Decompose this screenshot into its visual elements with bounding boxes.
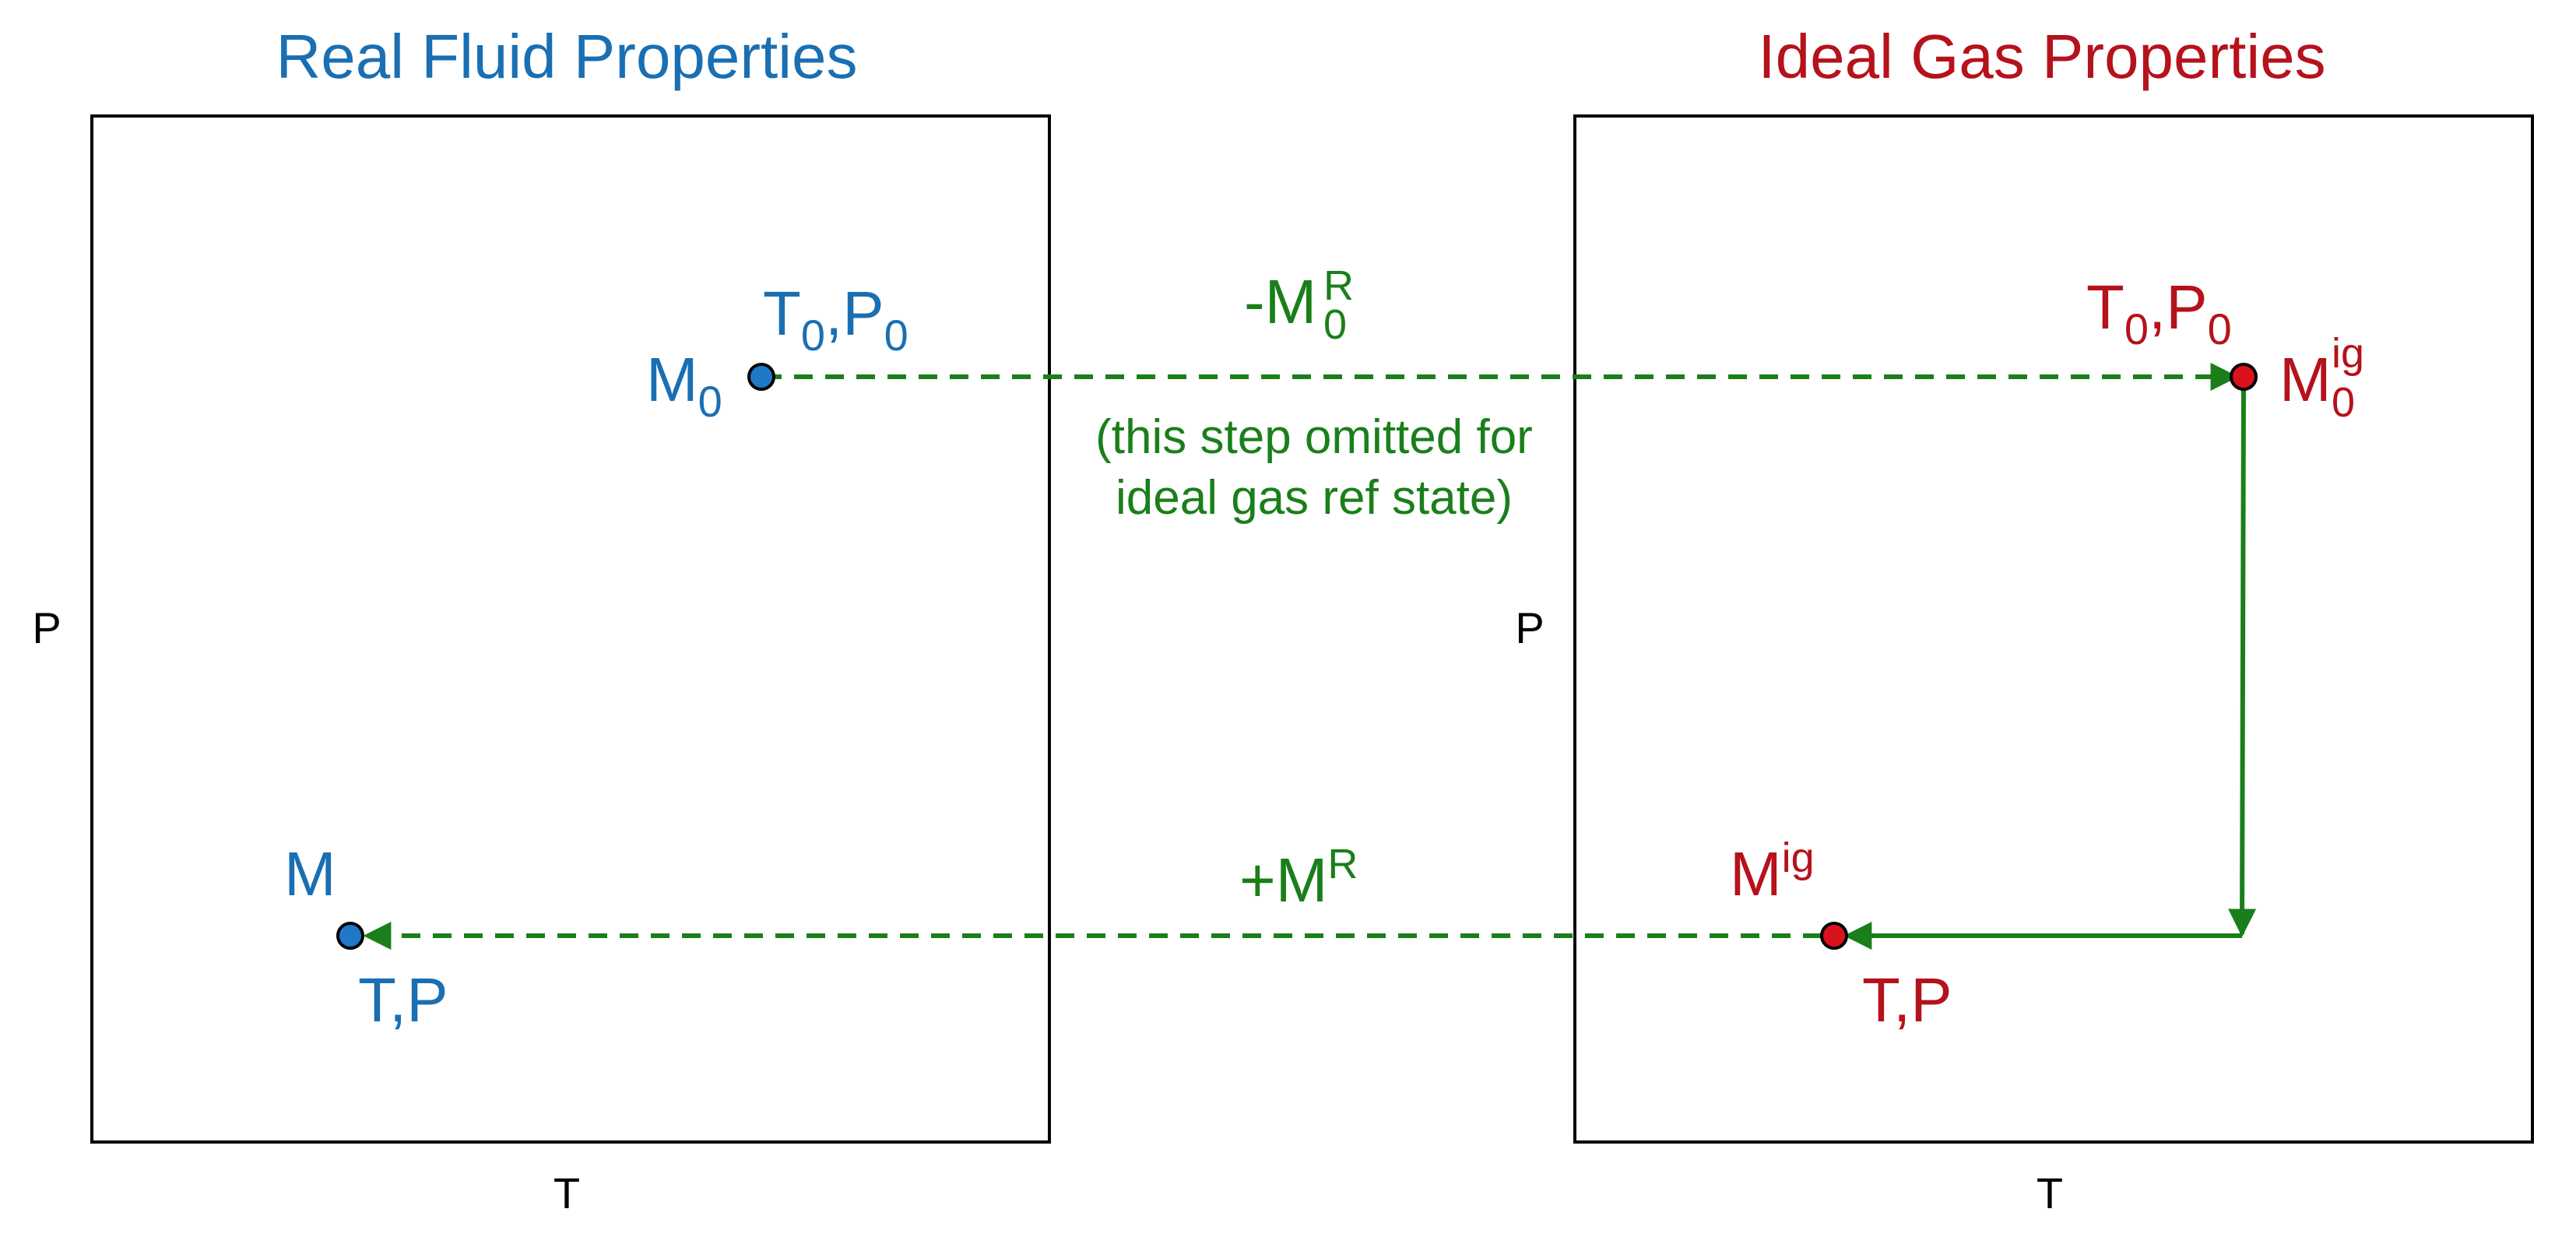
top-step-note-line2: ideal gas ref state) xyxy=(1116,471,1513,525)
top-step-sub: 0 xyxy=(1323,301,1347,348)
ideal-gas-panel-frame xyxy=(1573,114,2534,1144)
real-target-point xyxy=(336,922,364,950)
ideal-gas-pressure-step-arrow xyxy=(2228,388,2257,937)
top-step-sup: R xyxy=(1323,262,1354,309)
top-step-note-line1: (this step omitted for xyxy=(1095,410,1533,464)
bottom-step-label: +MR xyxy=(1239,841,1358,915)
ideal-ref-state-label: T0,P0 xyxy=(2086,272,2232,353)
real-fluid-title: Real Fluid Properties xyxy=(276,22,858,91)
ideal-ref-name-label: M xyxy=(2279,345,2332,414)
real-target-name-label: M xyxy=(284,839,336,908)
real-fluid-panel-frame xyxy=(90,114,1051,1144)
ideal-ref-name-sub: 0 xyxy=(2332,379,2355,426)
top-step-label: -M xyxy=(1244,267,1316,336)
real-ref-name-label: M0 xyxy=(646,345,722,426)
ideal-ref-name-sup: ig xyxy=(2332,330,2364,377)
real-target-state-label: T,P xyxy=(358,965,448,1035)
ideal-target-point xyxy=(1820,922,1848,950)
left-y-axis-label: P xyxy=(32,603,61,652)
left-x-axis-label: T xyxy=(554,1168,580,1218)
ideal-target-state-label: T,P xyxy=(1862,965,1952,1035)
right-y-axis-label: P xyxy=(1515,603,1544,652)
ideal-gas-title: Ideal Gas Properties xyxy=(1758,22,2325,91)
real-ref-point xyxy=(747,363,775,391)
ideal-target-name-label: Mig xyxy=(1730,835,1815,908)
real-ref-state-label: T0,P0 xyxy=(763,279,908,360)
right-x-axis-label: T xyxy=(2037,1168,2063,1218)
ideal-ref-point xyxy=(2230,363,2258,391)
